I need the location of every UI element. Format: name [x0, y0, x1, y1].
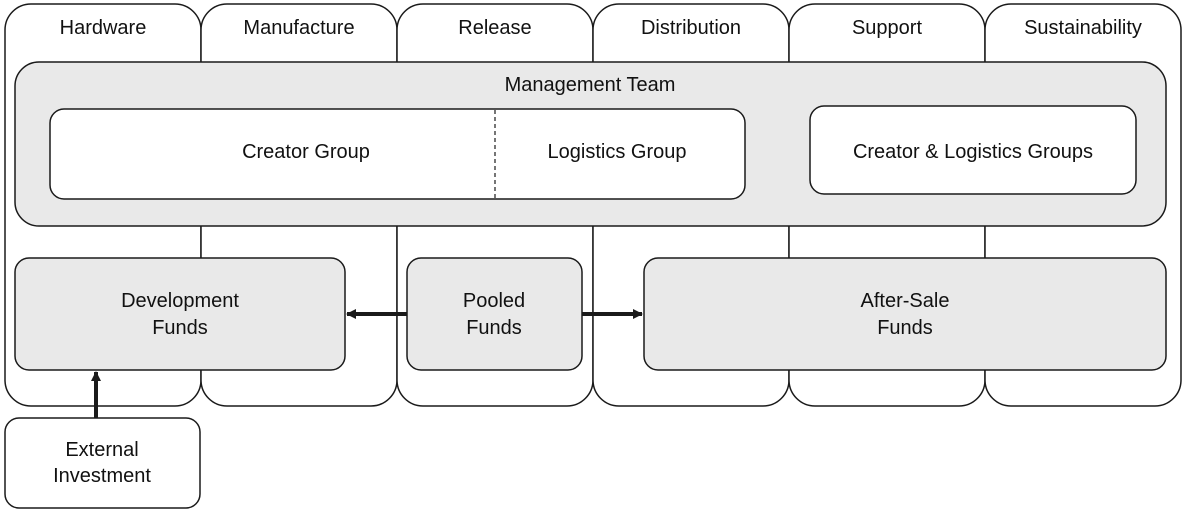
external-investment-line1: External — [65, 439, 138, 461]
logistics-group-label: Logistics Group — [548, 141, 687, 163]
stage-label-hardware: Hardware — [60, 17, 147, 39]
flow-arrows — [91, 309, 643, 418]
combined-groups-label: Creator & Logistics Groups — [853, 141, 1093, 163]
stage-headers: Hardware Manufacture Release Distributio… — [60, 17, 1142, 39]
external-investment-line2: Investment — [53, 465, 151, 487]
combined-groups-box — [809, 105, 1137, 195]
stage-label-sustainability: Sustainability — [1024, 17, 1142, 39]
development-funds-box — [14, 257, 346, 371]
pooled-funds-box — [406, 257, 583, 371]
development-funds-line2: Funds — [152, 317, 208, 339]
stage-label-manufacture: Manufacture — [243, 17, 354, 39]
after-sale-funds-line2: Funds — [877, 317, 933, 339]
creator-logistics-box — [49, 108, 746, 200]
stage-label-support: Support — [852, 17, 922, 39]
management-team-title: Management Team — [505, 74, 676, 96]
stage-label-release: Release — [458, 17, 531, 39]
external-investment: External Investment — [4, 417, 201, 509]
after-sale-funds-line1: After-Sale — [861, 290, 950, 312]
creator-group-label: Creator Group — [242, 141, 370, 163]
management-team-panel: Management Team Creator Group Logistics … — [14, 61, 1167, 227]
pooled-funds-line1: Pooled — [463, 290, 525, 312]
pooled-funds-line2: Funds — [466, 317, 522, 339]
external-investment-box — [4, 417, 201, 509]
stage-label-distribution: Distribution — [641, 17, 741, 39]
after-sale-funds-box — [643, 257, 1167, 371]
funds-row: Development Funds Pooled Funds After-Sal… — [14, 257, 1167, 371]
development-funds-line1: Development — [121, 290, 239, 312]
